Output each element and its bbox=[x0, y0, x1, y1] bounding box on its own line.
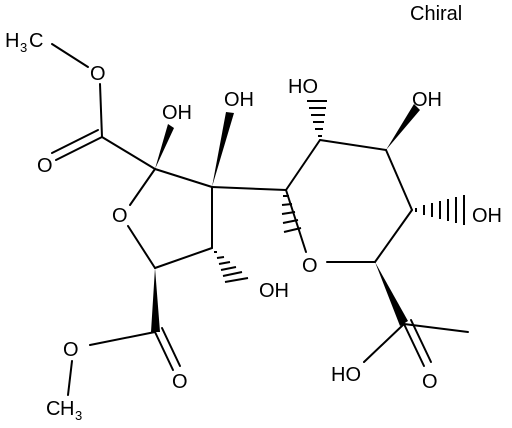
chiral-label: Chiral bbox=[410, 3, 462, 25]
pyranose-ring-oxygen: O bbox=[302, 255, 318, 277]
wedge-bonds bbox=[151, 104, 420, 332]
hydroxyl-pyranose-c2: HO bbox=[288, 76, 318, 98]
methyl-bottom-c: C bbox=[46, 398, 60, 420]
hydroxyl-pyranose-c4: OH bbox=[472, 205, 502, 227]
methyl-top-c: C bbox=[29, 30, 43, 52]
methyl-bottom-h: H bbox=[60, 398, 74, 420]
hydroxyl-c3: OH bbox=[224, 89, 254, 111]
methyl-top-subscript: 3 bbox=[20, 40, 27, 55]
carbonyl-top-oxygen: O bbox=[37, 155, 53, 177]
acid-hydroxyl: HO bbox=[331, 364, 361, 386]
carbonyl-bottom-oxygen: O bbox=[172, 371, 188, 393]
furanose-ring-oxygen: O bbox=[112, 205, 128, 227]
hydroxyl-pyranose-c3: OH bbox=[412, 89, 442, 111]
hydroxyl-c4: OH bbox=[259, 280, 289, 302]
methyl-top-h: H bbox=[5, 30, 19, 52]
methyl-bottom-subscript: 3 bbox=[75, 408, 82, 423]
hydroxyl-c2: OH bbox=[162, 102, 192, 124]
hashed-bonds bbox=[214, 100, 465, 283]
acid-carbonyl-oxygen: O bbox=[422, 371, 438, 393]
bond-lines bbox=[51, 43, 469, 396]
ester-bottom-oxygen: O bbox=[63, 339, 79, 361]
ester-top-oxygen: O bbox=[90, 63, 106, 85]
